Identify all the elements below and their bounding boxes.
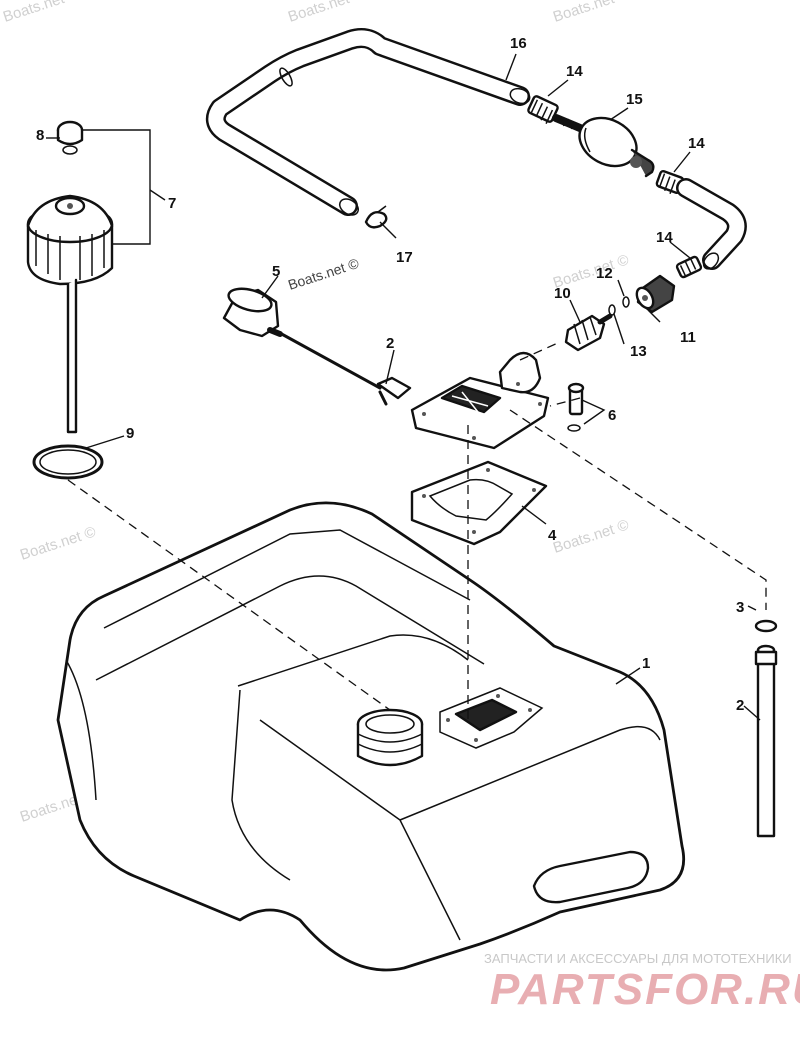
callout-o-ring: 13 [630,343,647,360]
callout-fuel-tank: 1 [642,655,650,672]
hose-clamp-lower [675,255,703,279]
gasket-sending-unit [410,460,548,546]
watermark-boats-net: Boats.net © [286,255,361,293]
watermark-boats-net: Boats.net © [18,523,98,563]
callout-o-ring-cap: 9 [126,425,134,442]
fitting-male [564,313,613,352]
callout-float: 5 [272,263,280,280]
callout-fuel-cap: 7 [168,195,176,212]
callout-screw: 6 [608,407,616,424]
callout-tie-strap: 17 [396,249,413,266]
primer-bulb [552,114,655,178]
callout-fitting-female: 11 [680,329,696,346]
callout-o-ring: 12 [596,265,613,282]
watermark-boats-net: Boats.net © [551,0,631,26]
o-ring-cap [32,444,104,480]
brand-tagline: ЗАПЧАСТИ И АКСЕССУАРЫ ДЛЯ МОТОТЕХНИКИ [484,951,792,966]
callout-fuel-hose: 16 [510,35,527,52]
callout-o-ring: 8 [36,127,44,144]
fuel-cap-gauge [26,120,114,434]
tie-strap [364,205,388,229]
pickup-tube-lower [754,619,778,838]
watermark-boats-net: Boats.net © [286,0,366,26]
o-rings-fitting [608,296,630,316]
callout-labels: 16 14 15 14 14 17 7 8 9 5 2 12 10 11 13 … [36,35,744,714]
fuel-hose-short [676,178,747,270]
callout-pickup-tube-lower: 2 [736,697,744,714]
fuel-hose [205,28,531,216]
fuel-tank [56,501,686,972]
watermark-boats-net: Boats.net © [1,0,81,26]
callout-gasket-small: 3 [736,599,744,616]
assembly-lines [67,341,767,720]
callout-fitting-male: 10 [554,285,571,302]
brand-watermark: ЗАПЧАСТИ И АКСЕССУАРЫ ДЛЯ МОТОТЕХНИКИ PA… [484,951,800,1014]
callout-pickup-tube: 2 [386,335,394,352]
float-assembly [222,287,412,406]
watermark-boats-net: Boats.net © [551,516,631,556]
callout-hose-clamp: 14 [566,63,583,80]
callout-hose-clamp: 14 [688,135,705,152]
callout-hose-clamp: 14 [656,229,673,246]
leader-lines [46,53,761,721]
brand-name: PARTSFOR.RU [490,965,800,1014]
screw-washer [567,382,585,432]
fitting-female [635,274,676,314]
callout-gasket: 4 [548,527,557,544]
sending-unit-head [410,351,550,450]
callout-primer-bulb: 15 [626,91,643,108]
